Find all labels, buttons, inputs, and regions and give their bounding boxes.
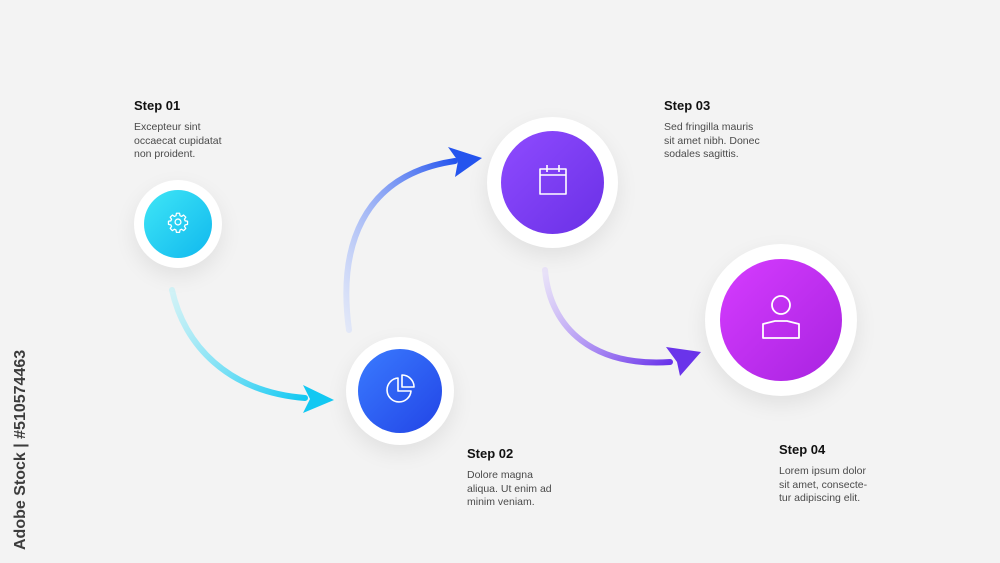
step-2-node [346, 337, 454, 445]
gear-icon [167, 211, 189, 238]
step-1-title: Step 01 [134, 98, 181, 113]
step-3-title: Step 03 [664, 98, 711, 113]
step-3-text: Step 03 Sed fringilla mauris sit amet ni… [664, 98, 789, 162]
step-2-description: Dolore magna aliqua. Ut enim ad minim ve… [467, 469, 552, 508]
calendar-icon [537, 163, 569, 202]
step-1-node [134, 180, 222, 268]
stock-watermark-text: Adobe Stock | #510574463 [12, 349, 29, 550]
step-2-title: Step 02 [467, 446, 514, 461]
step-4-node [705, 244, 857, 396]
step-3-node [487, 117, 618, 248]
step-4-title: Step 04 [779, 442, 826, 457]
step-3-disc [501, 131, 604, 234]
step-4-description: Lorem ipsum dolor sit amet, consecte- tu… [779, 465, 868, 504]
step-1-description: Excepteur sint occaecat cupidatat non pr… [134, 121, 222, 160]
arrow-step2-to-step3 [343, 147, 482, 333]
step-1-disc [144, 190, 212, 258]
stock-watermark: Adobe Stock | #510574463 [8, 320, 29, 560]
user-icon [759, 294, 803, 347]
pie-chart-icon [383, 372, 417, 411]
step-2-text: Step 02 Dolore magna aliqua. Ut enim ad … [467, 446, 592, 510]
step-1-text: Step 01 Excepteur sint occaecat cupidata… [134, 98, 259, 162]
step-3-description: Sed fringilla mauris sit amet nibh. Done… [664, 121, 760, 160]
step-2-disc [358, 349, 442, 433]
arrow-step1-to-step2 [169, 287, 334, 413]
step-4-disc [720, 259, 842, 381]
step-4-text: Step 04 Lorem ipsum dolor sit amet, cons… [779, 442, 904, 506]
arrow-step3-to-step4 [542, 267, 701, 376]
